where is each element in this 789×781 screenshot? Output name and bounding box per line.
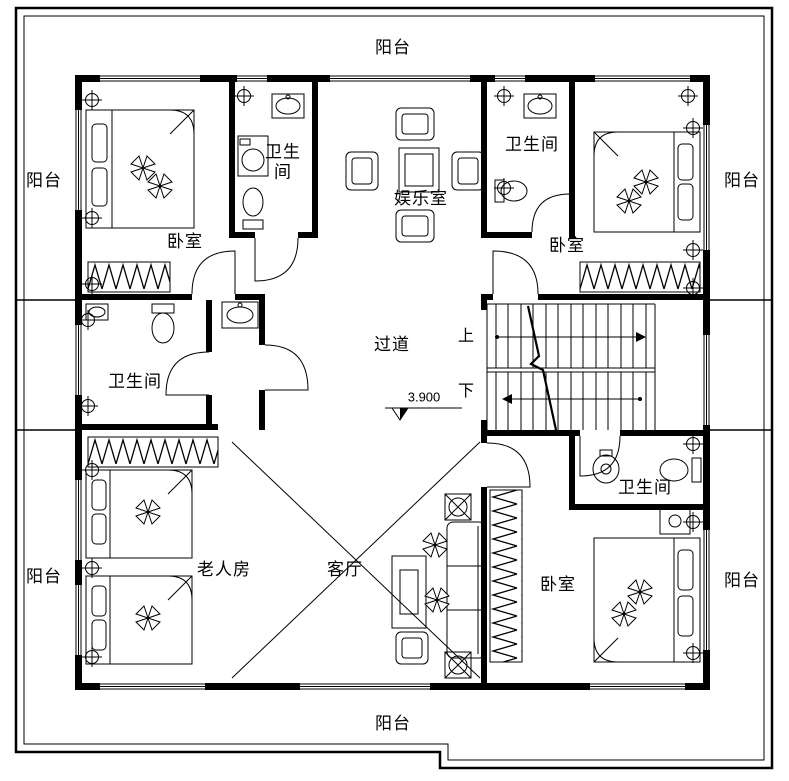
sink-top-right: [523, 93, 557, 119]
label-entertainment-room: 娱乐室: [394, 189, 448, 209]
exterior-walls: [75, 75, 710, 690]
balcony-railing: [14, 6, 774, 770]
label-elevation: 3.900: [407, 389, 441, 405]
elevation-marker: [385, 407, 462, 421]
door-bathroom-top-right: [531, 193, 571, 233]
label-bathroom-top-left: 卫生间: [265, 142, 301, 181]
wardrobe-elderly: [87, 436, 219, 468]
bed-elderly-1: [85, 469, 193, 559]
sofa: [446, 521, 486, 659]
sink-top-left: [271, 93, 305, 119]
nightstand: [659, 507, 691, 535]
bathroom-fixtures: [85, 93, 702, 484]
tv-stand: [391, 555, 427, 629]
armchair-bottom: [395, 209, 435, 243]
wardrobes: [87, 261, 701, 663]
label-living-room: 客厅: [327, 560, 363, 580]
windows: [75, 75, 710, 690]
bed-top-left: [85, 109, 195, 229]
sink-mid-right: [592, 449, 620, 484]
label-balcony-left-upper: 阳台: [26, 171, 62, 191]
label-bedroom-top-right: 卧室: [549, 236, 585, 256]
armchair-top: [395, 107, 435, 141]
label-balcony-bottom: 阳台: [375, 714, 411, 734]
stairs-break-line: [526, 305, 558, 431]
door-bedroom-top-right: [492, 250, 539, 295]
column-markers: [77, 85, 704, 668]
label-bedroom-top-left: 卧室: [167, 232, 203, 252]
wardrobe-top-right: [579, 261, 701, 293]
armchair-right: [451, 151, 485, 191]
door-bathroom-mid-left: [165, 351, 210, 396]
label-bathroom-top-right: 卫生间: [505, 135, 559, 155]
door-bedroom-top-left: [191, 250, 236, 295]
game-table: [398, 147, 440, 193]
armchair-left: [345, 151, 379, 191]
toilet-mid-left: [151, 303, 175, 344]
label-balcony-left-lower: 阳台: [26, 567, 62, 587]
label-stairs-up: 上: [457, 327, 475, 345]
doors: [165, 193, 621, 488]
staircase: [486, 303, 656, 431]
label-balcony-right-lower: 阳台: [724, 571, 760, 591]
planter-top: [444, 493, 472, 521]
planter-bottom: [444, 651, 472, 679]
door-bathroom-top-left: [254, 237, 299, 282]
interior-walls: [82, 82, 710, 683]
door-vestibule: [264, 344, 309, 391]
bed-elderly-2: [85, 575, 193, 665]
label-balcony-right-upper: 阳台: [724, 171, 760, 191]
label-stairs-down: 下: [457, 382, 475, 400]
door-bedroom-bottom-right: [486, 442, 531, 488]
side-chair: [395, 631, 429, 665]
label-bathroom-mid-left: 卫生间: [108, 372, 162, 392]
label-elderly-room: 老人房: [197, 560, 251, 580]
door-bathroom-mid-right: [579, 435, 621, 477]
toilet-top-left: [242, 187, 264, 230]
entertainment-furniture: [345, 107, 485, 243]
basin-vestibule: [221, 301, 259, 329]
wardrobe-bottom-right: [489, 489, 523, 663]
label-bedroom-bottom-right: 卧室: [540, 575, 576, 595]
bed-top-right: [593, 131, 701, 233]
label-balcony-top: 阳台: [375, 38, 411, 58]
bed-bottom-right: [593, 507, 701, 663]
toilet-mid-right: [659, 457, 702, 483]
open-area-diagonals: [231, 441, 481, 679]
living-room-furniture: [391, 493, 486, 679]
label-corridor: 过道: [374, 335, 410, 355]
sink-mid-left: [85, 303, 109, 321]
washing-machine: [237, 135, 269, 177]
wardrobe-top-left: [87, 261, 171, 293]
label-bathroom-mid-right: 卫生间: [618, 478, 672, 498]
